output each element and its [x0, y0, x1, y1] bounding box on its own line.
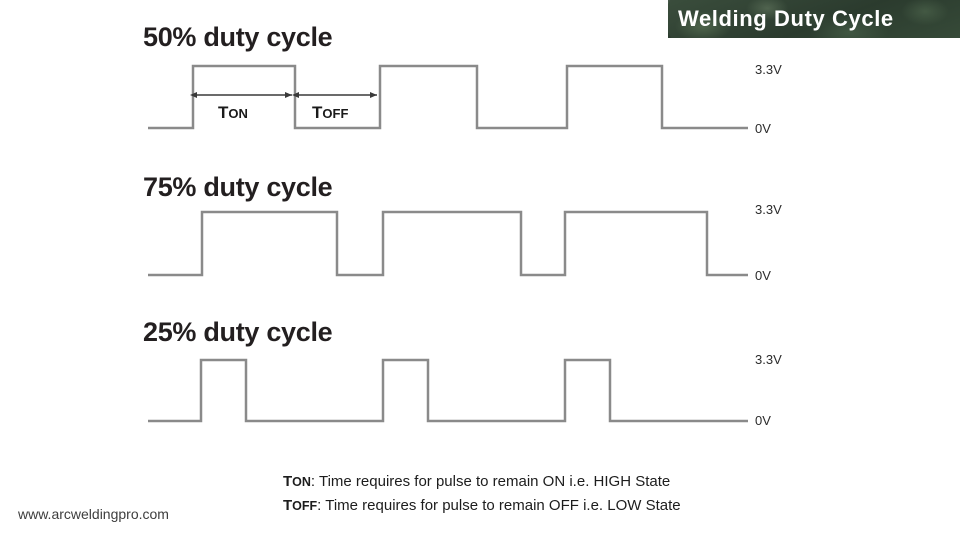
legend-row-toff: TOFF: Time requires for pulse to remain …: [283, 494, 681, 518]
page-title: Welding Duty Cycle: [678, 6, 894, 31]
legend-toff-base: T: [283, 497, 293, 514]
legend-ton-sub: ON: [292, 475, 311, 489]
volt-label-high-25: 3.3V: [755, 352, 782, 367]
toff-annotation-label: TOFF: [312, 103, 348, 123]
volt-label-low-75: 0V: [755, 268, 771, 283]
legend-row-ton: TON: Time requires for pulse to remain O…: [283, 470, 681, 494]
legend-ton-text: : Time requires for pulse to remain ON i…: [310, 473, 671, 490]
heading-duty-cycle-50: 50% duty cycle: [143, 22, 333, 52]
legend: TON: Time requires for pulse to remain O…: [283, 470, 681, 518]
heading-duty-cycle-25: 25% duty cycle: [143, 317, 333, 347]
waveform-path-75: [148, 210, 748, 277]
toff-label-base: T: [312, 103, 323, 122]
watermark: www.arcweldingpro.com: [18, 506, 169, 522]
legend-ton-base: T: [283, 473, 293, 490]
volt-label-high-50: 3.3V: [755, 62, 782, 77]
legend-toff-text: : Time requires for pulse to remain OFF …: [317, 497, 681, 514]
ton-label-base: T: [218, 103, 229, 122]
ton-label-sub: ON: [228, 106, 248, 121]
volt-label-high-75: 3.3V: [755, 202, 782, 217]
toff-label-sub: OFF: [322, 106, 349, 121]
waveform-path-50: [148, 64, 748, 130]
volt-label-low-50: 0V: [755, 121, 771, 136]
volt-label-low-25: 0V: [755, 413, 771, 428]
waveform-path-25: [148, 358, 748, 423]
legend-key-ton: TON: [283, 473, 311, 490]
heading-duty-cycle-75: 75% duty cycle: [143, 172, 333, 202]
title-banner: Welding Duty Cycle: [668, 0, 960, 38]
legend-key-toff: TOFF: [283, 497, 317, 514]
ton-annotation-label: TON: [218, 103, 248, 123]
legend-toff-sub: OFF: [292, 499, 318, 513]
